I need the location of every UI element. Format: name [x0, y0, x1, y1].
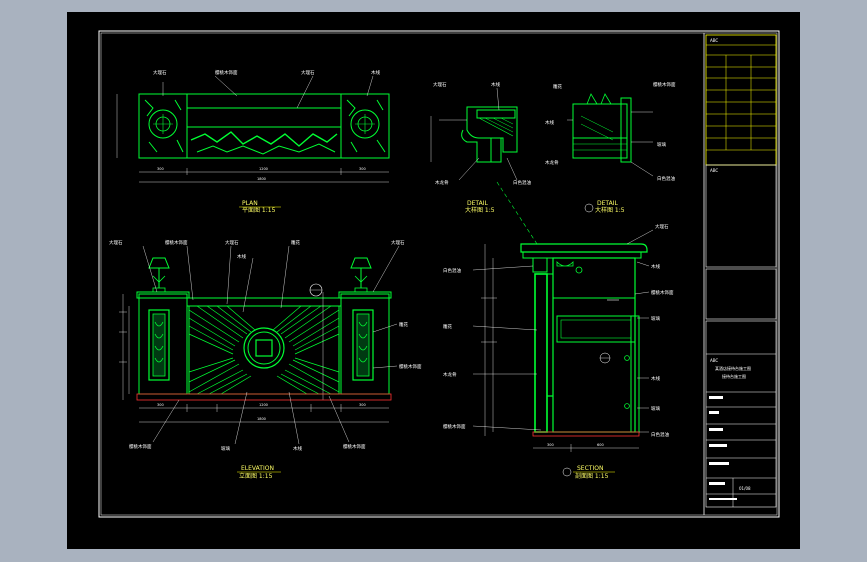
detail-a-note-wood: 木线 — [491, 81, 500, 88]
plan-note-marble-2: 大理石 — [301, 69, 315, 76]
plan-note-wood: 木线 — [371, 69, 380, 76]
detail-a-title-cn: 大样图 1:5 — [465, 206, 495, 214]
tb-sheet: 接待台施工图 — [722, 373, 746, 379]
plan-title-en: PLAN — [242, 200, 258, 207]
sheet-inner-border — [100, 32, 778, 516]
plan-view[interactable]: 300 1200 300 1800 大理石 樱桃木饰面 大理石 木线 PLAN … — [116, 69, 390, 214]
detail-b-note-carving: 雕花 — [553, 83, 562, 90]
sect-title-en: SECTION — [577, 465, 603, 472]
svg-text:ABC: ABC — [710, 168, 718, 173]
sect-note-glass: 玻璃 — [651, 315, 660, 322]
sect-dim-right: 600 — [597, 443, 604, 447]
tb-drawing-no: 01/08 — [739, 486, 751, 491]
sect-note-carving: 雕花 — [443, 323, 452, 330]
sect-note-panel: 樱桃木饰面 — [443, 423, 466, 430]
detail-callout-leader — [496, 181, 538, 245]
sect-note-wood-2: 木线 — [651, 375, 660, 382]
detail-b-note-wood: 木线 — [545, 119, 554, 126]
plan-dim-total: 1800 — [257, 177, 266, 181]
elev-dim-left: 300 — [157, 403, 164, 407]
lamp-right — [350, 257, 372, 269]
elev-note-wood: 木线 — [237, 253, 246, 260]
elev-note-marble-2: 大理石 — [225, 239, 239, 246]
elev-note-panel: 樱桃木饰面 — [165, 239, 188, 246]
lamp-left — [148, 257, 170, 269]
sect-title-cn: 剖面图 1:15 — [575, 472, 609, 480]
elevation-medallion — [243, 327, 285, 369]
cad-drawing[interactable]: ABC ABC ABC 某酒店接待台施工图 接待台施工图 01/08 — [67, 12, 800, 549]
elevation-view[interactable]: 300 1200 300 1800 大理石 樱桃木饰面 大理石 木线 雕花 大理… — [109, 239, 422, 480]
plan-column-left — [148, 109, 178, 139]
detail-b-note-glass: 玻璃 — [657, 141, 666, 148]
sect-note-paint: 白色混油 — [443, 267, 461, 274]
elev-note-marble-3: 大理石 — [391, 239, 405, 246]
section-view[interactable]: 300 600 大理石 白色混油 雕花 木龙骨 樱桃木饰面 木线 樱桃木饰面 玻… — [443, 223, 674, 480]
sheet-border — [98, 30, 780, 518]
tb-project-label: ABC — [710, 358, 718, 363]
sect-note-wood: 木线 — [651, 263, 660, 270]
sect-note-glass-2: 玻璃 — [651, 405, 660, 412]
elev-note-panel-3: 樱桃木饰面 — [129, 443, 152, 450]
elev-note-marble: 大理石 — [109, 239, 123, 246]
detail-b-view[interactable]: 雕花 木线 木龙骨 樱桃木饰面 玻璃 白色混油 DETAIL 大样图 1:5 — [545, 81, 676, 214]
detail-a-note-frame: 木龙骨 — [435, 179, 449, 186]
svg-text:ABC: ABC — [710, 38, 718, 43]
elevation-hatch — [188, 305, 340, 395]
detail-a-title-en: DETAIL — [467, 200, 488, 207]
detail-a-note-marble: 大理石 — [433, 81, 447, 88]
detail-a-note-paint: 白色混油 — [513, 179, 531, 186]
detail-a-view[interactable]: 大理石 木线 木龙骨 白色混油 DETAIL 大样图 1:5 — [430, 81, 531, 214]
sect-note-frame: 木龙骨 — [443, 371, 457, 378]
elev-note-carving: 雕花 — [291, 239, 300, 246]
plan-dim-mid: 1200 — [259, 167, 268, 171]
elev-note-glass: 玻璃 — [221, 445, 230, 452]
elev-dim-mid: 1200 — [259, 403, 268, 407]
plan-title-cn: 平面图 1:15 — [242, 207, 276, 214]
elev-dim-right: 300 — [359, 403, 366, 407]
plan-note-marble: 大理石 — [153, 69, 167, 76]
elev-note-panel-4: 樱桃木饰面 — [343, 443, 366, 450]
sect-note-marble: 大理石 — [655, 223, 669, 230]
sect-dim-left: 300 — [547, 443, 554, 447]
model-space[interactable]: ABC ABC ABC 某酒店接待台施工图 接待台施工图 01/08 — [67, 12, 800, 549]
detail-b-note-paint: 白色混油 — [657, 175, 675, 182]
detail-b-note-panel: 樱桃木饰面 — [653, 81, 676, 88]
elev-title-cn: 立面图 1:15 — [239, 472, 273, 480]
plan-dim-right: 300 — [359, 167, 366, 171]
section-cabinet-body — [552, 257, 636, 433]
elev-note-wood-2: 木线 — [293, 445, 302, 452]
elev-note-panel-2: 樱桃木饰面 — [399, 363, 422, 370]
tb-project: 某酒店接待台施工图 — [715, 365, 751, 371]
detail-b-title-cn: 大样图 1:5 — [595, 206, 625, 214]
plan-marble-vein — [190, 131, 338, 147]
detail-b-title-en: DETAIL — [597, 200, 618, 207]
sect-note-paint-2: 白色混油 — [651, 431, 669, 438]
plan-dim-left: 300 — [157, 167, 164, 171]
elev-dim-total: 1800 — [257, 417, 266, 421]
elev-note-carving-2: 雕花 — [399, 321, 408, 328]
sect-note-panel-2: 樱桃木饰面 — [651, 289, 674, 296]
plan-column-right — [350, 109, 380, 139]
section-front-panel — [534, 273, 548, 433]
plan-note-panel: 樱桃木饰面 — [215, 69, 238, 76]
section-drawer — [556, 315, 636, 343]
detail-b-note-frame: 木龙骨 — [545, 159, 559, 166]
title-block: ABC ABC ABC 某酒店接待台施工图 接待台施工图 01/08 — [703, 33, 777, 515]
elev-title-en: ELEVATION — [241, 465, 274, 472]
